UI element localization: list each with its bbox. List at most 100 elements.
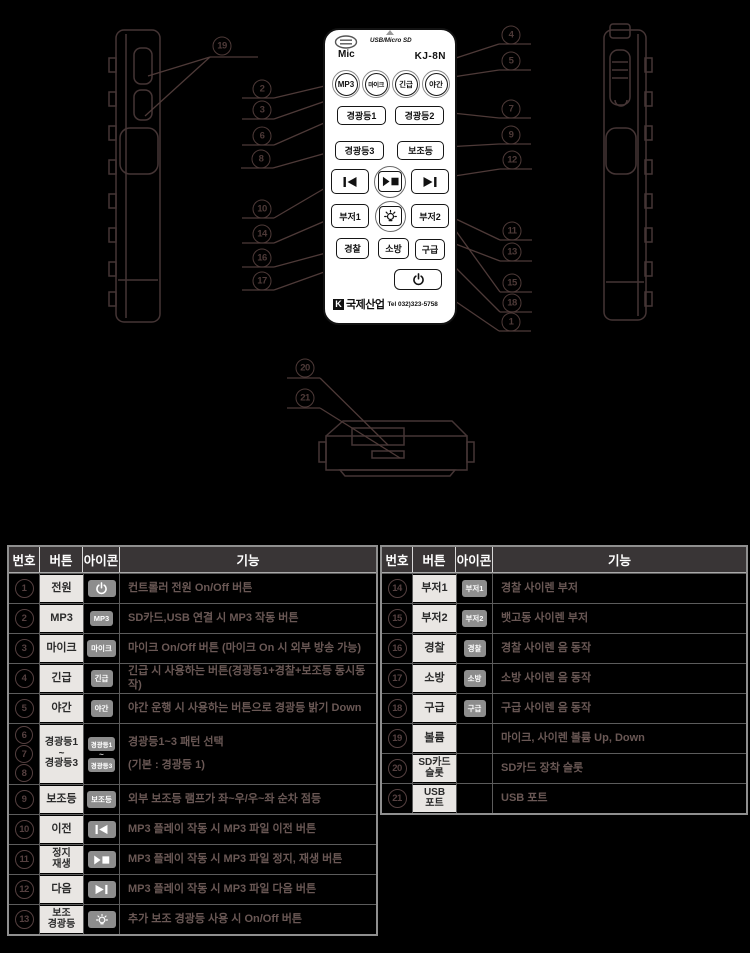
button-name: 이전 — [40, 816, 83, 843]
play-stop-icon — [382, 176, 399, 187]
number-cell: 2 — [9, 604, 40, 633]
aux-light-button: 보조등 — [397, 141, 444, 160]
button-name-line: 재생 — [52, 858, 71, 870]
column-header: 번호 — [382, 547, 413, 572]
icon-cell: MP3 — [83, 604, 120, 633]
button-name-cell: 긴급 — [40, 664, 83, 693]
aux-lamp-button — [379, 206, 402, 226]
ambulance-button: 구급 — [415, 239, 445, 260]
callout-number: 16 — [252, 248, 272, 268]
button-name: 볼륨 — [413, 725, 456, 752]
callout-number: 4 — [501, 25, 521, 45]
function-cell: 소방 사이렌 음 동작 — [493, 664, 746, 693]
function-cell: MP3 플레이 작동 시 MP3 파일 정지, 재생 버튼 — [120, 845, 376, 874]
button-icon-chip: 경광등1 — [87, 736, 116, 751]
button-name-cell: 이전 — [40, 815, 83, 844]
function-cell: SD카드,USB 연결 시 MP3 작동 버튼 — [120, 604, 376, 633]
button-name-cell: 구급 — [413, 694, 456, 723]
prev-button — [331, 169, 369, 194]
button-name-cell: 소방 — [413, 664, 456, 693]
function-text: 경찰 사이렌 음 동작 — [501, 641, 592, 654]
callout-number: 7 — [501, 99, 521, 119]
circled-number: 7 — [15, 745, 33, 763]
button-name-cell: 마이크 — [40, 634, 83, 663]
icon-cell — [456, 784, 493, 813]
callout-number: 14 — [252, 224, 272, 244]
column-header: 번호 — [9, 547, 40, 572]
function-text: 경광등1~3 패턴 선택 — [128, 735, 224, 748]
number-cell: 18 — [382, 694, 413, 723]
function-cell: 경광등1~3 패턴 선택 (기본 : 경광등 1) — [120, 724, 376, 784]
button-name-line: 슬롯 — [425, 767, 444, 779]
button-name-line: 부저1 — [421, 581, 448, 594]
number-cell: 12 — [9, 875, 40, 904]
mic-label: Mic — [338, 49, 355, 60]
circled-number: 9 — [14, 790, 34, 809]
column-header: 기능 — [607, 554, 631, 568]
button-name-line: 야간 — [51, 701, 72, 714]
circled-number: 17 — [387, 669, 407, 688]
button-name-line: 긴급 — [51, 671, 72, 684]
function-text: 외부 보조등 램프가 좌~우/우~좌 순차 점등 — [128, 792, 322, 805]
function-text: 소방 사이렌 음 동작 — [501, 671, 592, 684]
function-text: 구급 사이렌 음 동작 — [501, 701, 592, 714]
buzzer-2-button: 부저2 — [411, 204, 449, 228]
number-cell: 9 — [9, 785, 40, 814]
warning-light-2-button: 경광등2 — [395, 106, 444, 125]
warning-light-1-button: 경광등1 — [337, 106, 386, 125]
number-cell: 11 — [9, 845, 40, 874]
circled-number: 11 — [14, 850, 34, 869]
warning-light-3-button: 경광등3 — [335, 141, 384, 160]
callout-number: 15 — [502, 273, 522, 293]
column-header: 버튼 — [413, 547, 456, 572]
brand-logo: K — [333, 298, 344, 310]
icon-cell — [456, 724, 493, 753]
function-text: 야간 운행 시 사용하는 버튼으로 경광등 밝기 Down — [128, 701, 362, 714]
column-header: 기능 — [236, 554, 260, 568]
callout-number: 5 — [501, 51, 521, 71]
icon-cell: 보조등 — [83, 785, 120, 814]
brand-row: K 국제산업 Tel 032)323-5758 — [333, 296, 438, 312]
power-icon — [87, 580, 116, 597]
button-name-cell: 다음 — [40, 875, 83, 904]
function-cell: 추가 보조 경광등 사용 시 On/Off 버튼 — [120, 905, 376, 934]
night-button: 야간 — [422, 70, 450, 98]
aux-lamp-ring — [375, 201, 406, 232]
emergency-button: 긴급 — [392, 70, 420, 98]
button-name: 보조등 — [40, 786, 83, 813]
button-name-cell: 전원 — [40, 574, 83, 603]
bottom-view — [318, 420, 475, 477]
button-name-line: SD카드 — [418, 756, 451, 768]
circled-number: 3 — [14, 639, 34, 658]
button-name-line: 구급 — [424, 701, 445, 714]
button-name-line: MP3 — [50, 611, 73, 624]
circled-number: 12 — [14, 880, 34, 899]
function-text: (기본 : 경광등 1) — [128, 758, 205, 771]
icon-cell — [456, 754, 493, 783]
number-cell: 17 — [382, 664, 413, 693]
function-text: 추가 보조 경광등 사용 시 On/Off 버튼 — [128, 912, 302, 925]
number-cell: 4 — [9, 664, 40, 693]
mic-grille-icon — [334, 35, 358, 49]
circled-number: 10 — [14, 820, 34, 839]
left-side-view — [108, 29, 161, 323]
button-icon-chip: 구급 — [463, 700, 486, 717]
function-text: 컨트롤러 전원 On/Off 버튼 — [128, 581, 253, 594]
prev-icon — [87, 821, 116, 838]
circled-number: 19 — [387, 729, 407, 748]
button-name-line: 경광등3 — [44, 758, 79, 770]
function-text: USB 포트 — [501, 791, 548, 804]
play-stop-button — [378, 171, 402, 192]
icon-cell: 부저1 — [456, 574, 493, 603]
